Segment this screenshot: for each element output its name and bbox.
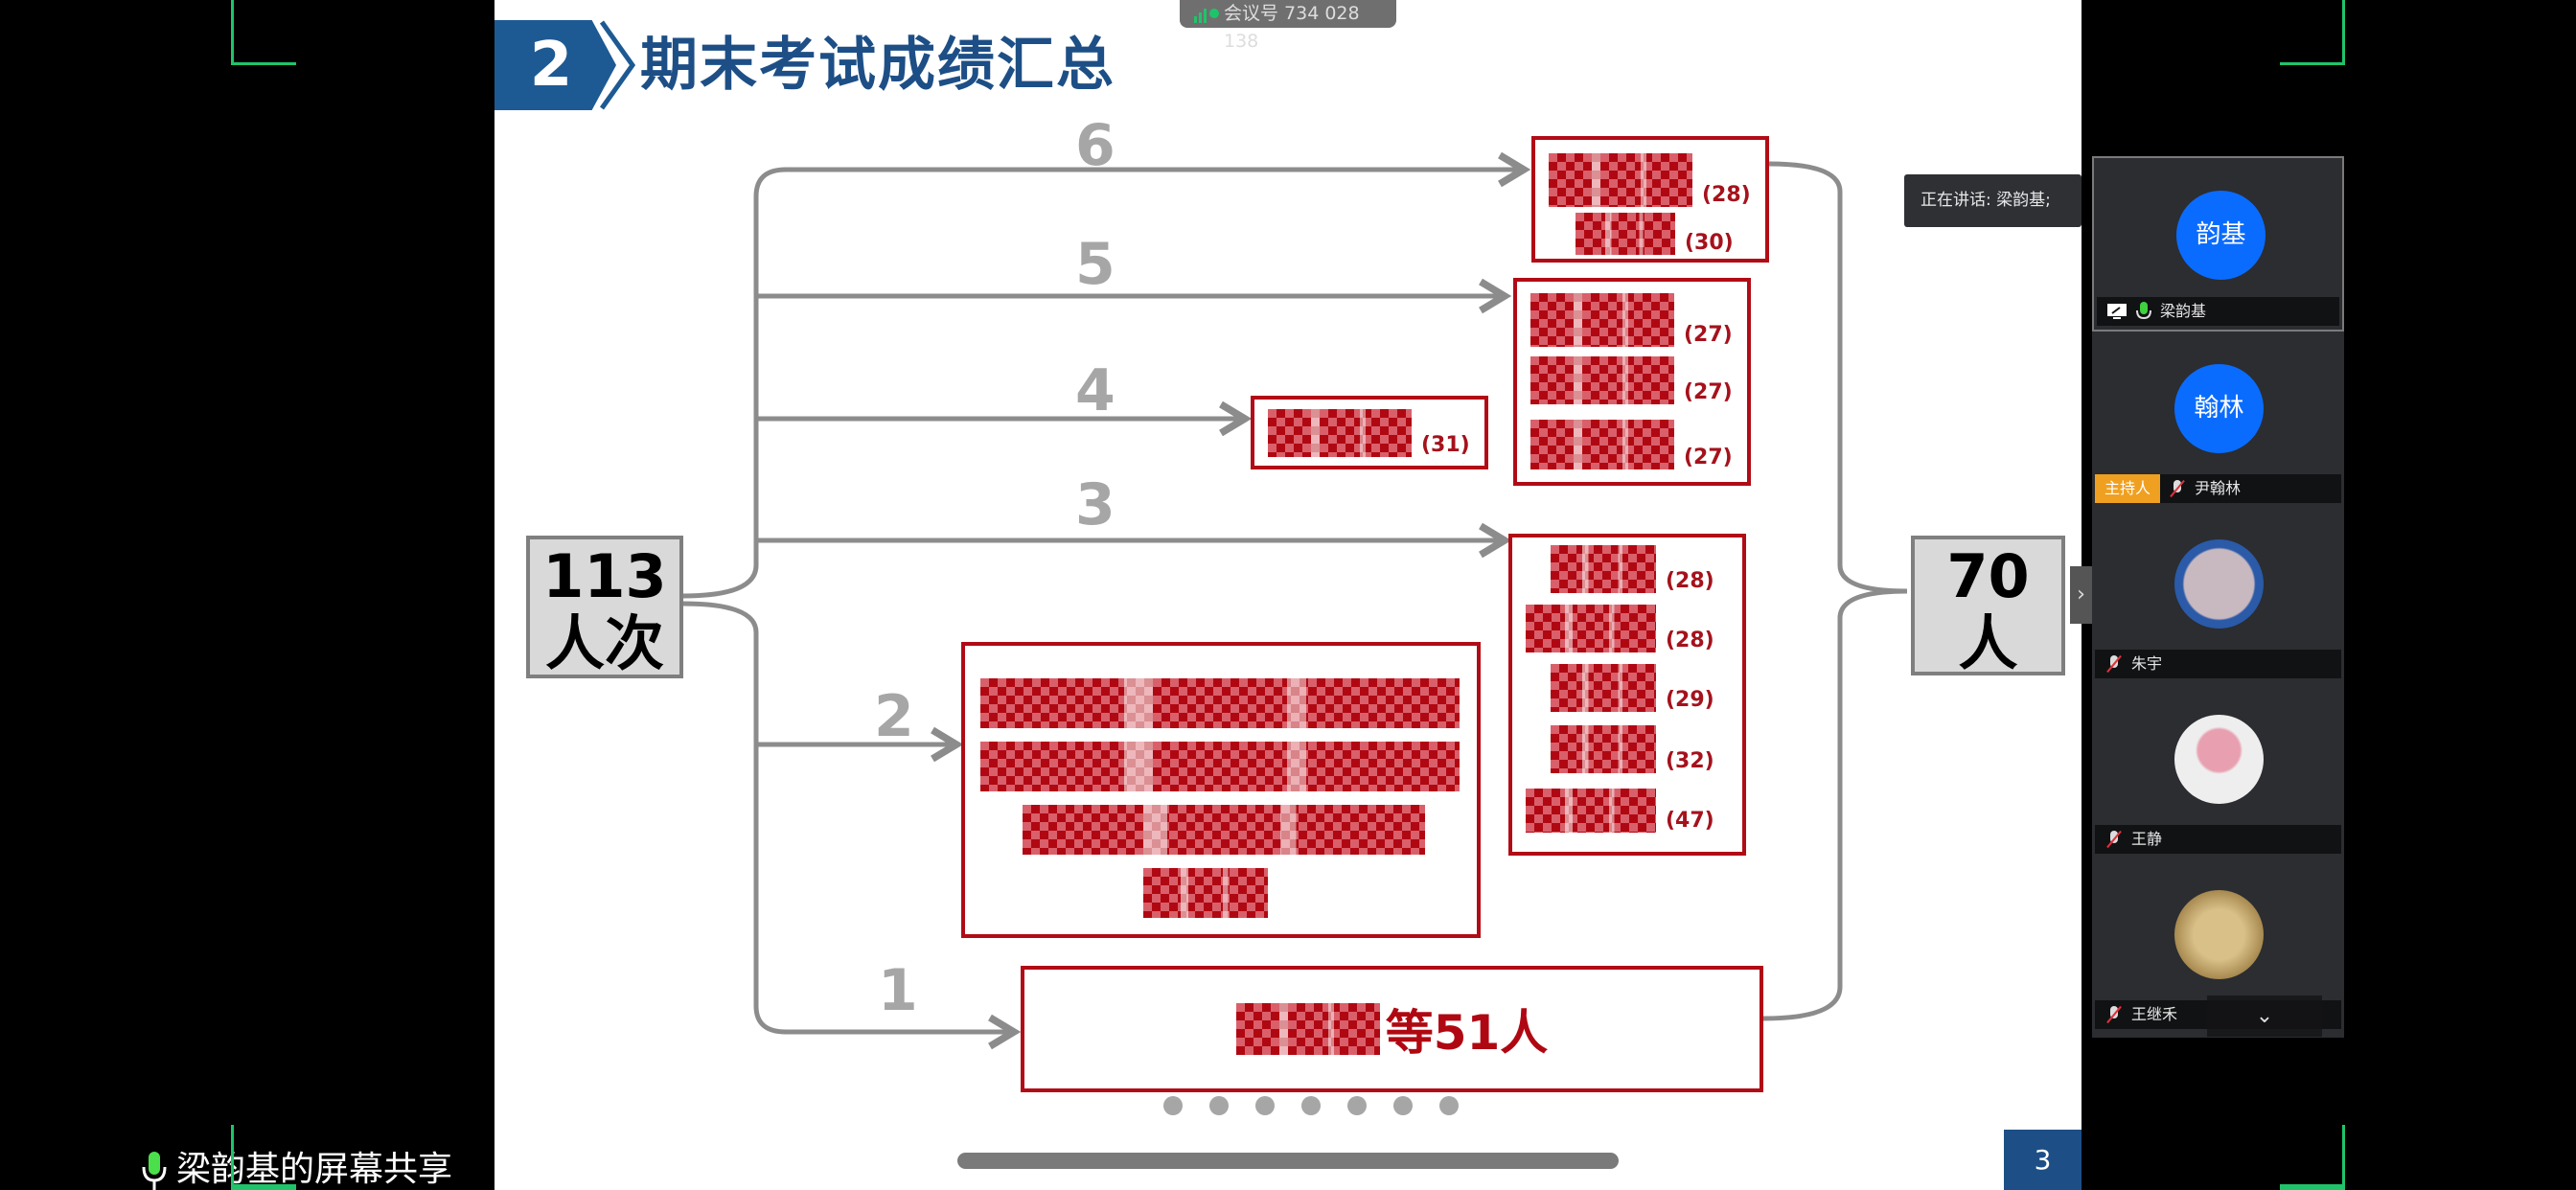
redacted-name xyxy=(1526,605,1656,652)
slide-dot[interactable] xyxy=(1163,1096,1183,1115)
share-area-corner xyxy=(231,0,296,65)
score: (27) xyxy=(1684,323,1733,347)
branch-label-1: 1 xyxy=(878,957,918,1024)
group-1-summary: 等51人 xyxy=(1385,1005,1549,1061)
microphone-muted-icon xyxy=(2104,830,2124,849)
redacted-name xyxy=(1551,664,1656,712)
collapse-panel-button[interactable]: › xyxy=(2070,566,2092,624)
participant-name: 梁韵基 xyxy=(2160,302,2207,320)
score: (28) xyxy=(1666,629,1714,652)
share-label-text: 梁韵基的屏幕共享 xyxy=(176,1150,453,1189)
redacted-names xyxy=(1023,805,1425,855)
share-area-corner xyxy=(2280,1125,2345,1190)
redacted-names xyxy=(980,742,1460,791)
result-unit: 人 xyxy=(1958,608,2018,678)
participant-tile[interactable]: 翰林 主持人 尹翰林 xyxy=(2092,332,2344,507)
avatar-photo xyxy=(2174,539,2264,629)
microphone-muted-icon xyxy=(2104,1005,2124,1024)
redacted-name xyxy=(1235,1003,1380,1055)
redacted-name xyxy=(1530,420,1674,469)
group-4-box: (31) xyxy=(1251,396,1488,469)
group-2-box xyxy=(961,642,1481,938)
slide-dot[interactable] xyxy=(1255,1096,1275,1115)
result-value: 70 xyxy=(1946,541,2030,611)
chevron-down-icon: ⌄ xyxy=(2255,1004,2274,1028)
score: (32) xyxy=(1666,749,1714,773)
share-area-corner xyxy=(2280,0,2345,65)
slide-dot[interactable] xyxy=(1439,1096,1459,1115)
score: (47) xyxy=(1666,809,1714,833)
arrow-1 xyxy=(682,601,1022,1050)
participant-name: 朱宇 xyxy=(2131,654,2163,673)
horizontal-scrollbar[interactable] xyxy=(957,1153,1619,1169)
microphone-muted-icon xyxy=(2168,479,2187,498)
participant-name: 王静 xyxy=(2131,830,2163,848)
arrow-6 xyxy=(682,151,1531,599)
participant-tile[interactable]: 王静 xyxy=(2092,682,2344,858)
redacted-names xyxy=(980,678,1460,728)
branch-label-5: 5 xyxy=(1075,231,1116,298)
group-5-box: (27) (27) (27) xyxy=(1513,278,1751,486)
slide-title: 期末考试成绩汇总 xyxy=(640,32,1116,99)
score: (28) xyxy=(1666,569,1714,593)
score: (31) xyxy=(1421,433,1470,457)
participant-tile[interactable]: 韵基 梁韵基 xyxy=(2092,156,2344,332)
score: (27) xyxy=(1684,380,1733,404)
participant-name: 尹翰林 xyxy=(2195,479,2242,497)
avatar: 翰林 xyxy=(2174,364,2264,453)
section-number: 2 xyxy=(529,30,573,101)
slide-dot[interactable] xyxy=(1347,1096,1367,1115)
participant-name: 王继禾 xyxy=(2131,1005,2178,1023)
score: (30) xyxy=(1685,231,1734,255)
microphone-icon xyxy=(142,1152,167,1190)
microphone-on-icon xyxy=(2136,302,2151,320)
slide-dot[interactable] xyxy=(1301,1096,1321,1115)
host-badge: 主持人 xyxy=(2095,474,2161,503)
chevron-right-icon: › xyxy=(2077,583,2085,606)
participant-tile[interactable]: 朱宇 xyxy=(2092,507,2344,682)
redacted-name xyxy=(1551,545,1656,593)
score: (29) xyxy=(1666,688,1714,712)
total-value: 113 xyxy=(542,541,667,611)
redacted-name xyxy=(1526,789,1656,833)
group-1-box: 等51人 xyxy=(1021,966,1763,1092)
slide-dot[interactable] xyxy=(1393,1096,1413,1115)
microphone-muted-icon xyxy=(2104,654,2124,674)
branch-label-6: 6 xyxy=(1075,112,1116,179)
avatar-photo xyxy=(2174,890,2264,979)
scroll-down-button[interactable]: ⌄ xyxy=(2207,995,2322,1037)
branch-label-4: 4 xyxy=(1075,357,1116,424)
share-area-corner xyxy=(231,1125,296,1190)
redacted-name xyxy=(1551,725,1656,773)
screen-share-icon xyxy=(2107,304,2127,319)
screen-share-label: 梁韵基的屏幕共享 xyxy=(140,1150,453,1190)
redacted-name xyxy=(1530,356,1674,404)
total-unit: 人次 xyxy=(544,608,664,678)
group-6-box: (28) (30) xyxy=(1531,136,1769,263)
result-box: 70 人 xyxy=(1911,536,2065,678)
redacted-name xyxy=(1268,409,1412,457)
signal-icon xyxy=(1194,9,1219,23)
speaking-tooltip: 正在讲话: 梁韵基; xyxy=(1904,174,2082,227)
total-box: 113 人次 xyxy=(526,536,683,678)
slide-dot[interactable] xyxy=(1209,1096,1229,1115)
score: (28) xyxy=(1702,183,1751,207)
redacted-name xyxy=(1549,153,1692,207)
participant-panel: 韵基 梁韵基 翰林 主持人 尹翰林 朱宇 王静 王继禾 ⌄ xyxy=(2092,156,2344,1038)
redacted-name xyxy=(1530,293,1674,347)
avatar: 韵基 xyxy=(2176,191,2266,280)
group-3-box: (28) (28) (29) (32) (47) xyxy=(1508,534,1746,856)
branch-label-3: 3 xyxy=(1075,471,1116,538)
avatar-photo xyxy=(2174,715,2264,804)
section-badge xyxy=(494,20,616,110)
score: (27) xyxy=(1684,446,1733,469)
redacted-names xyxy=(1143,868,1268,918)
redacted-name xyxy=(1576,213,1675,255)
page-number: 3 xyxy=(2004,1130,2082,1190)
branch-label-2: 2 xyxy=(874,683,914,750)
chevron-decoration-icon xyxy=(599,20,636,110)
merge-bracket xyxy=(1762,161,1908,1021)
